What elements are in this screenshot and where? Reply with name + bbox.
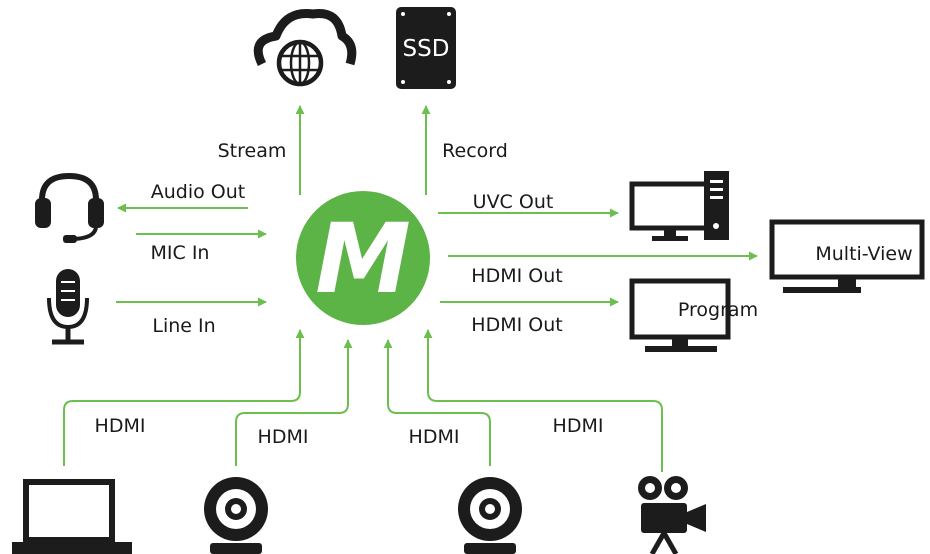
audio-out-label: Audio Out	[151, 181, 246, 203]
mic-in-label: MIC In	[151, 242, 210, 264]
hdmi-webcam2-label: HDMI	[409, 426, 460, 448]
webcam2-hdmi-line	[383, 339, 491, 466]
microphone-icon	[47, 269, 89, 345]
laptop-hdmi-line	[63, 329, 305, 466]
laptop-icon	[12, 479, 132, 554]
cloud-globe-icon	[253, 8, 357, 87]
multiview-label: Multi-View	[815, 243, 912, 265]
video-camera-icon	[638, 476, 706, 554]
hdmi-camcorder-label: HDMI	[553, 415, 604, 437]
line-in-label: Line In	[152, 315, 215, 337]
labels: Stream Record Audio Out MIC In Line In U…	[95, 140, 604, 448]
multiview-monitor-icon: Multi-View	[769, 219, 925, 293]
desktop-computer-icon	[629, 171, 729, 241]
hdmi-laptop-label: HDMI	[95, 415, 146, 437]
ssd-icon: SSD	[396, 7, 456, 89]
hdmi-out-program-label: HDMI Out	[471, 314, 562, 336]
hdmi-out-multiview-label: HDMI Out	[471, 265, 562, 287]
camcorder-hdmi-line	[423, 329, 663, 472]
webcam1-hdmi-line	[235, 339, 353, 466]
connectors	[63, 105, 758, 472]
stream-label: Stream	[218, 140, 287, 162]
headset-icon	[35, 172, 104, 243]
uvc-out-label: UVC Out	[473, 191, 554, 213]
hub-letter: M	[315, 203, 411, 315]
hub-logo: M	[296, 191, 430, 325]
program-monitor-icon: Program	[629, 278, 758, 352]
webcam-icon	[458, 477, 522, 554]
program-label: Program	[678, 299, 758, 321]
ssd-label: SSD	[403, 36, 450, 62]
record-label: Record	[442, 140, 508, 162]
hdmi-webcam1-label: HDMI	[258, 426, 309, 448]
webcam-icon	[204, 477, 268, 554]
